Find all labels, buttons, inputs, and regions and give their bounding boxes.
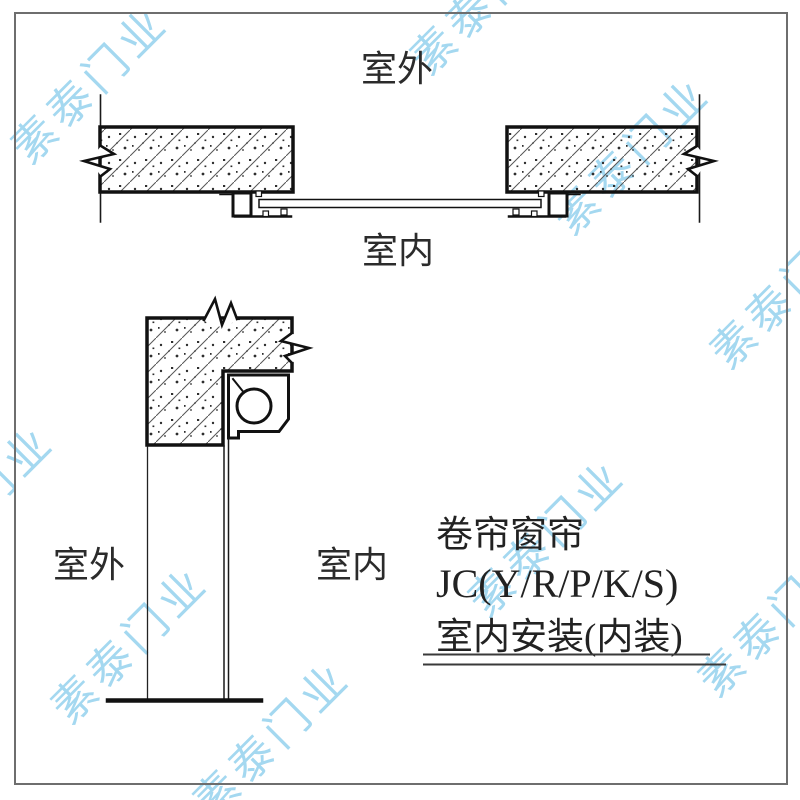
- plan-view: [79, 94, 719, 223]
- fastener-block: [255, 190, 263, 198]
- spec-line-install: 室内安装(内装): [436, 616, 683, 658]
- label-indoor-top: 室内: [362, 231, 434, 271]
- vertical-section: [105, 295, 314, 703]
- watermark-text: 素泰门业: [701, 202, 800, 378]
- break-symbol-top: [202, 295, 239, 330]
- break-symbol-right: [680, 144, 719, 178]
- label-indoor-bottom: 室内: [316, 545, 388, 585]
- guide-channel-left: [219, 190, 293, 218]
- spec-block: 卷帘窗帘 JC(Y/R/P/K/S) 室内安装(内装): [423, 514, 726, 666]
- fastener-block: [280, 208, 288, 216]
- fastener-block: [262, 210, 270, 218]
- curtain-slat: [258, 198, 542, 209]
- drawing-border: [14, 12, 788, 785]
- label-outdoor-top: 室外: [361, 49, 433, 89]
- watermark-text: 素泰门业: [689, 530, 800, 706]
- watermark-text: 素泰门业: [184, 652, 360, 800]
- break-symbol-side: [277, 331, 314, 365]
- fastener-block: [512, 208, 520, 216]
- wall-section-left: [98, 125, 295, 194]
- wall-section-lintel: [145, 316, 294, 447]
- spec-line-model: JC(Y/R/P/K/S): [436, 561, 678, 606]
- label-outdoor-bottom: 室外: [53, 545, 125, 585]
- fastener-block: [530, 210, 538, 218]
- wall-section-right: [505, 125, 699, 194]
- guide-channel-right: [507, 190, 581, 218]
- break-symbol-left: [79, 144, 118, 178]
- fastener-block: [537, 190, 545, 198]
- roller-tube: [235, 387, 273, 425]
- spec-line-product: 卷帘窗帘: [436, 514, 584, 556]
